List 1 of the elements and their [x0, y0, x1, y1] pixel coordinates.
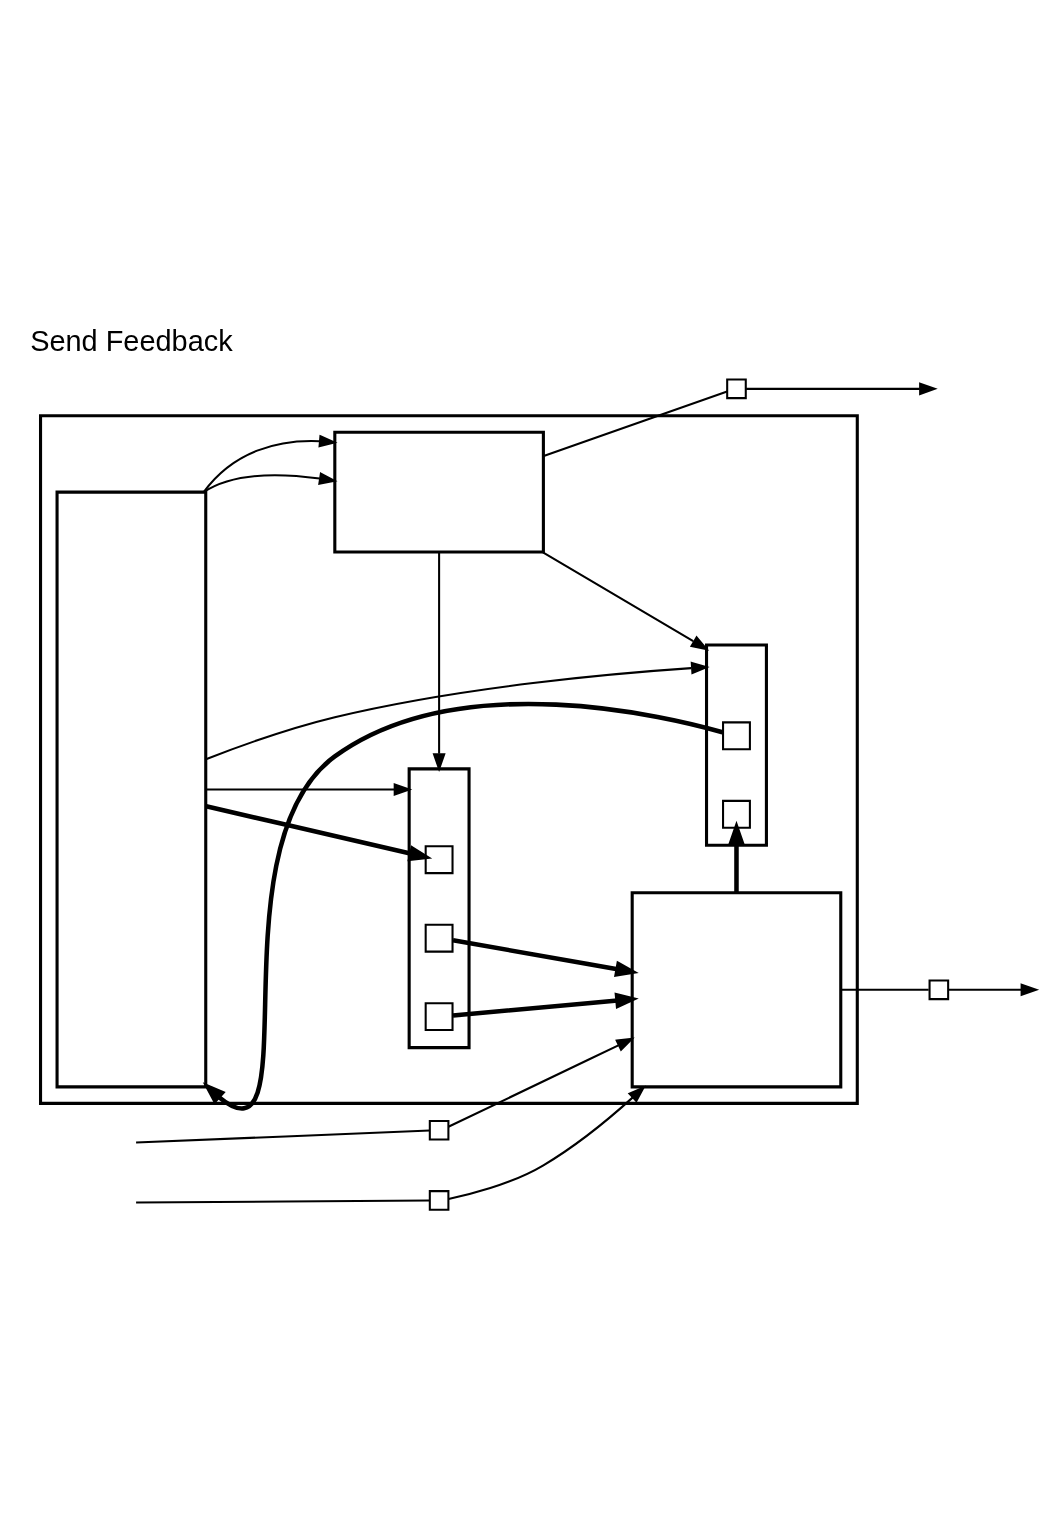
label: Send Feedback: [30, 325, 233, 358]
